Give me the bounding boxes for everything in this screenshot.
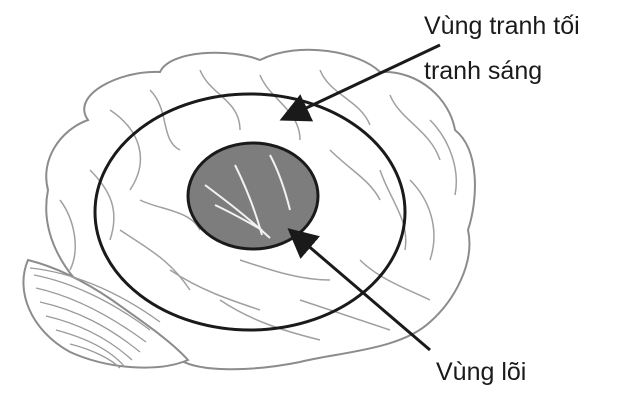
cerebellum bbox=[23, 260, 188, 368]
core-region bbox=[188, 143, 318, 249]
penumbra-label-line2: tranh sáng bbox=[424, 54, 542, 88]
penumbra-arrow bbox=[285, 45, 440, 118]
core-label: Vùng lõi bbox=[436, 355, 526, 389]
penumbra-label-line1: Vùng tranh tối bbox=[424, 9, 580, 43]
